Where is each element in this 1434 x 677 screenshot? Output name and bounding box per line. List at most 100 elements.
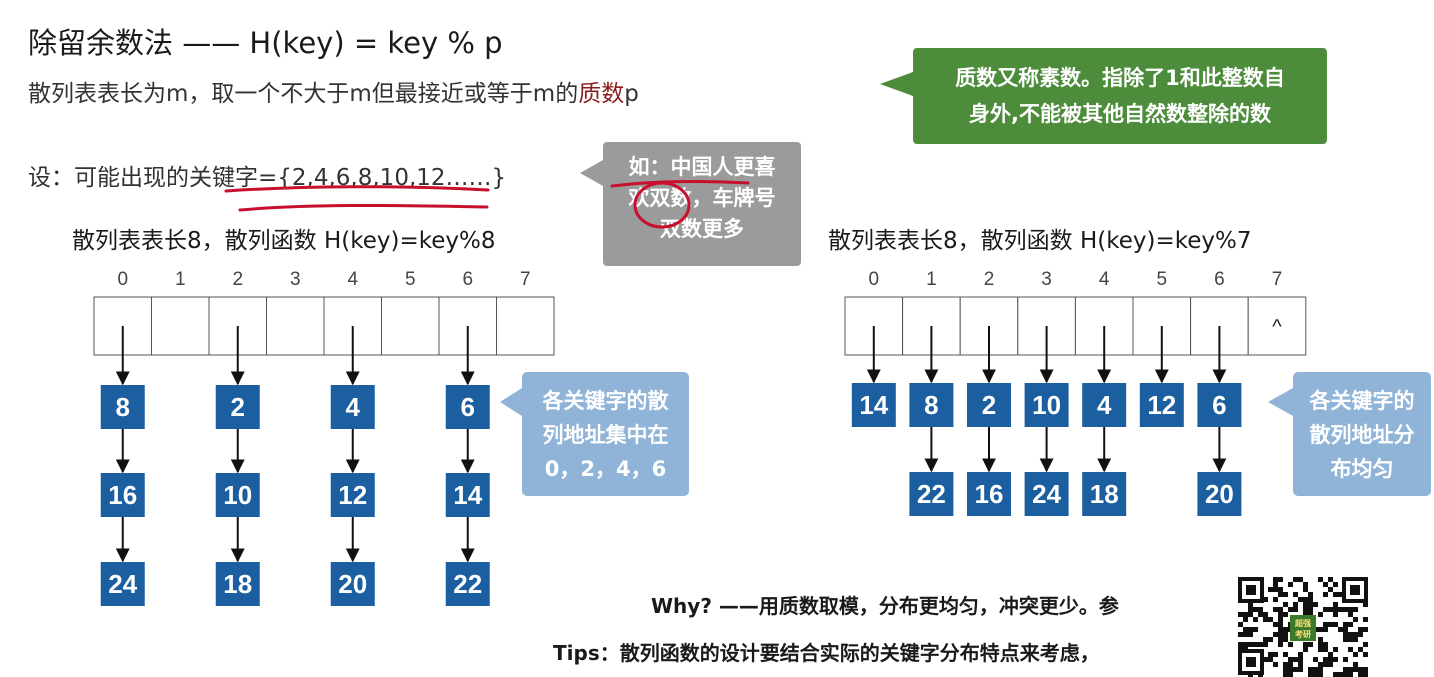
qr-module	[1283, 602, 1288, 607]
qr-module	[1298, 577, 1303, 582]
right-key-node	[909, 472, 954, 516]
qr-module	[1258, 612, 1263, 617]
qr-module	[1353, 652, 1358, 657]
right-key-label: 24	[1032, 479, 1061, 509]
description-suffix: p	[624, 81, 639, 107]
qr-module	[1363, 617, 1368, 622]
right-table-cell	[1247, 296, 1307, 356]
qr-module	[1353, 662, 1358, 667]
qr-module	[1303, 607, 1308, 612]
qr-module	[1238, 622, 1243, 627]
qr-module	[1248, 607, 1253, 612]
qr-module	[1318, 612, 1323, 617]
qr-module	[1273, 577, 1278, 582]
qr-module	[1328, 652, 1333, 657]
qr-module	[1283, 667, 1288, 672]
qr-module	[1243, 642, 1248, 647]
qr-module	[1308, 602, 1313, 607]
qr-module	[1363, 652, 1368, 657]
qr-module	[1273, 662, 1278, 667]
qr-module	[1348, 647, 1353, 652]
qr-module	[1273, 622, 1278, 627]
qr-module	[1353, 637, 1358, 642]
qr-module	[1358, 667, 1363, 672]
left-key-node	[330, 385, 375, 429]
qr-module	[1263, 612, 1268, 617]
qr-module	[1268, 587, 1273, 592]
right-key-node	[1197, 472, 1242, 516]
qr-finder-core	[1246, 657, 1256, 667]
qr-module	[1288, 582, 1293, 587]
underline-annotation	[238, 204, 489, 212]
left-key-node	[100, 385, 145, 429]
qr-module	[1343, 622, 1348, 627]
qr-module	[1323, 592, 1328, 597]
right-key-label: 2	[982, 390, 996, 420]
qr-module	[1358, 627, 1363, 632]
qr-module	[1323, 622, 1328, 627]
qr-module	[1253, 642, 1258, 647]
qr-module	[1338, 672, 1343, 677]
qr-module	[1298, 667, 1303, 672]
qr-module	[1328, 607, 1333, 612]
qr-module	[1353, 667, 1358, 672]
qr-module	[1278, 637, 1283, 642]
qr-module	[1243, 627, 1248, 632]
right-key-node	[1024, 383, 1069, 427]
qr-module	[1303, 647, 1308, 652]
qr-module	[1363, 667, 1368, 672]
qr-module	[1348, 607, 1353, 612]
qr-module	[1303, 597, 1308, 602]
left-key-node	[100, 562, 145, 606]
qr-module	[1273, 597, 1278, 602]
qr-module	[1323, 607, 1328, 612]
qr-module	[1253, 627, 1258, 632]
qr-module	[1313, 672, 1318, 677]
left-slot-index: 3	[290, 269, 301, 290]
right-key-label: 12	[1147, 390, 1176, 420]
qr-module	[1303, 582, 1308, 587]
qr-module	[1303, 612, 1308, 617]
qr-logo-text: 考研	[1295, 629, 1311, 639]
right-key-node	[851, 383, 896, 427]
qr-module	[1278, 612, 1283, 617]
qr-module	[1268, 652, 1273, 657]
qr-module	[1338, 627, 1343, 632]
gray-callout-pointer	[580, 160, 603, 186]
qr-module	[1283, 612, 1288, 617]
qr-module	[1323, 662, 1328, 667]
qr-module	[1343, 637, 1348, 642]
qr-module	[1278, 587, 1283, 592]
qr-module	[1353, 607, 1358, 612]
right-key-node	[1082, 472, 1127, 516]
qr-module	[1308, 612, 1313, 617]
qr-module	[1343, 627, 1348, 632]
qr-module	[1323, 582, 1328, 587]
qr-module	[1278, 607, 1283, 612]
qr-module	[1343, 672, 1348, 677]
qr-module	[1323, 657, 1328, 662]
right-slot-index: 3	[1041, 269, 1052, 290]
qr-module	[1333, 602, 1338, 607]
qr-module	[1293, 602, 1298, 607]
prime-definition-callout: 质数又称素数。指除了1和此整数自 身外,不能被其他自然数整除的数	[913, 48, 1327, 144]
left-slot-index: 7	[520, 269, 531, 290]
qr-module	[1303, 587, 1308, 592]
qr-module	[1293, 592, 1298, 597]
qr-module	[1248, 642, 1253, 647]
qr-finder	[1238, 649, 1264, 675]
qr-module	[1333, 657, 1338, 662]
qr-module	[1348, 667, 1353, 672]
qr-module	[1268, 637, 1273, 642]
qr-module	[1318, 662, 1323, 667]
qr-module	[1293, 607, 1298, 612]
qr-module	[1273, 652, 1278, 657]
left-distribution-note: 各关键字的散 列地址集中在 0，2，4，6	[522, 372, 689, 496]
left-table-cell	[266, 296, 325, 356]
circle-annotation	[633, 181, 691, 229]
gray-annotation-stroke	[610, 179, 750, 188]
qr-module	[1363, 602, 1368, 607]
left-key-label: 22	[453, 569, 482, 599]
